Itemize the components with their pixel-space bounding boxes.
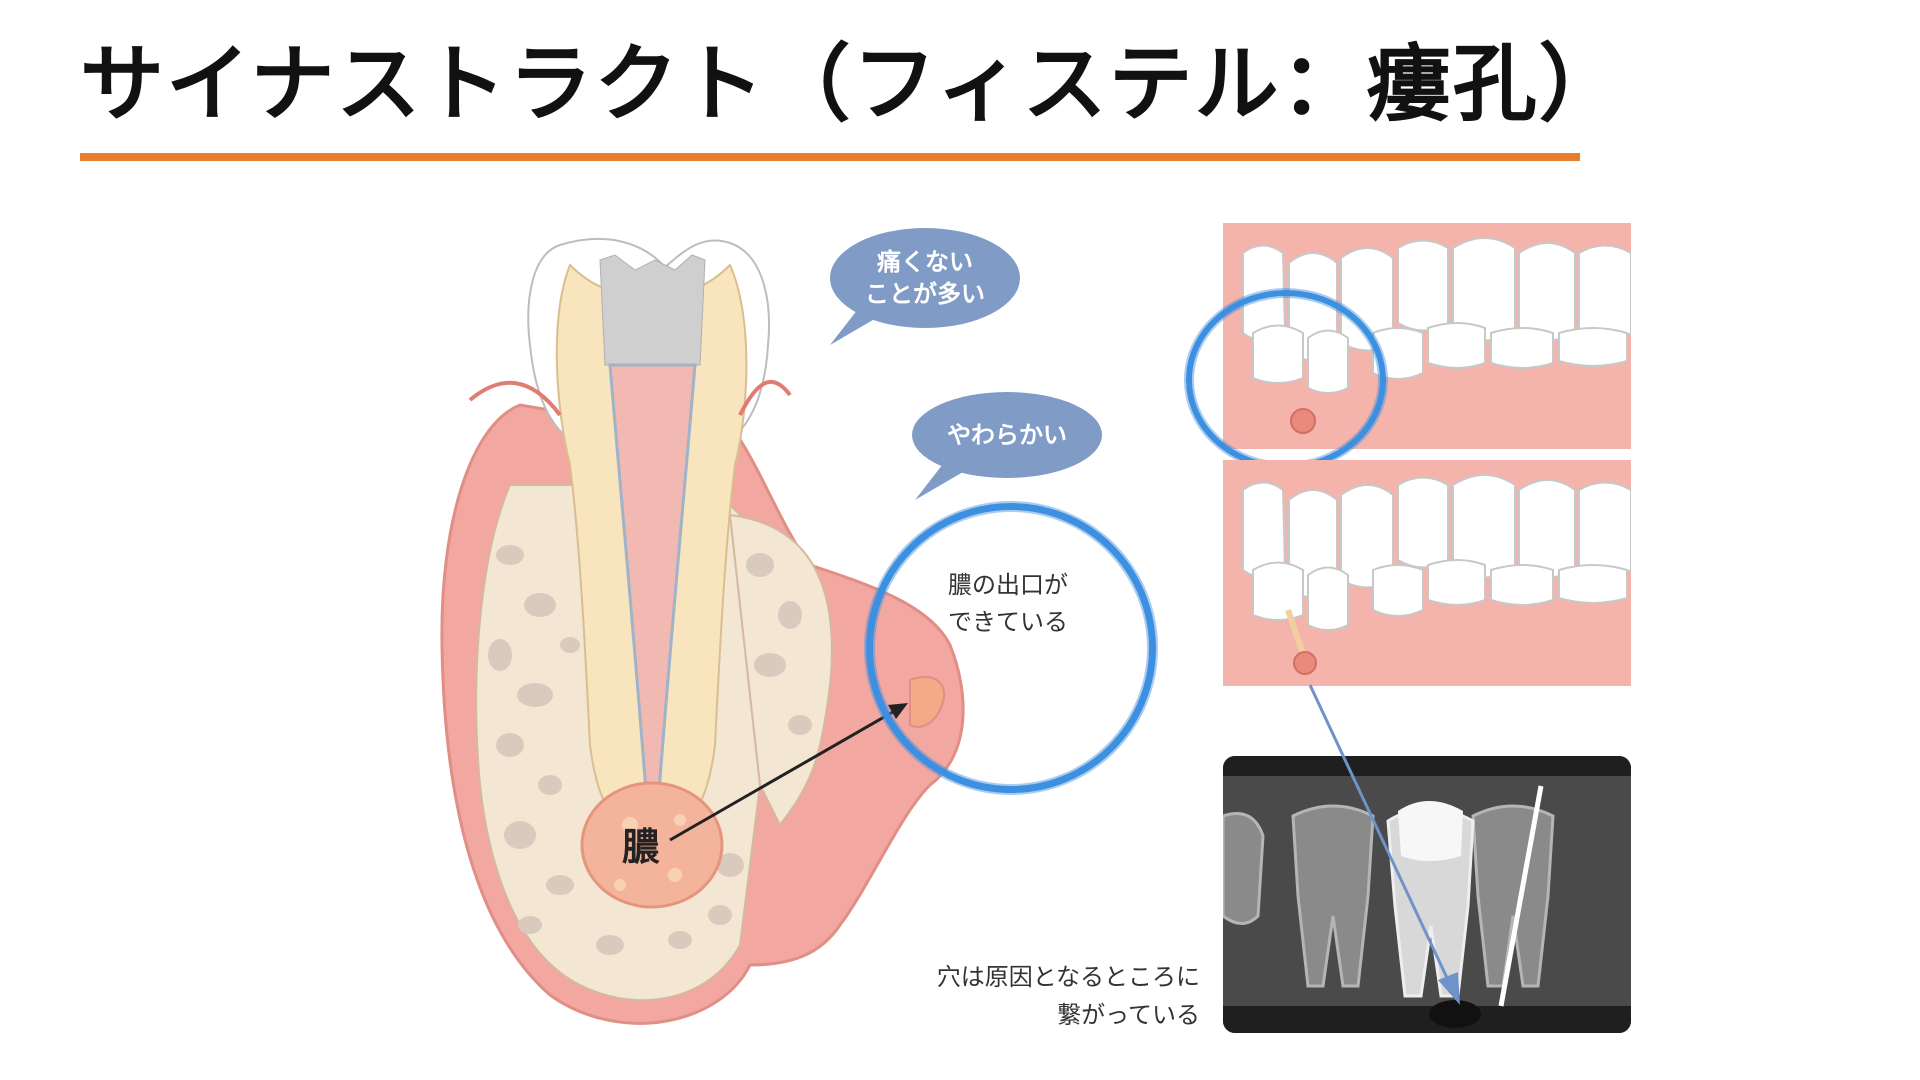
bubble-tail-painless <box>830 300 890 345</box>
fistula-exit-label: 膿の出口が できている <box>948 571 1068 637</box>
speech-bubble-painless: 痛くない ことが多い <box>830 228 1020 328</box>
tooth-cross-section <box>440 237 965 1025</box>
page-title: サイナストラクト（フィステル：瘻孔） <box>80 35 1625 133</box>
fistula-highlight-circle <box>866 503 1156 793</box>
pus-abscess <box>580 781 724 909</box>
pus-path-arrow <box>669 703 906 842</box>
soft-text: やわらかい <box>947 420 1067 449</box>
pus-label: 膿 <box>622 825 661 869</box>
xray-image <box>1223 756 1631 1033</box>
title-underline <box>80 153 1580 161</box>
painless-text: 痛くない ことが多い <box>865 247 985 308</box>
photo-to-xray-arrow <box>1308 684 1460 1005</box>
teeth-photo-probe <box>1223 460 1631 686</box>
crown-filling <box>599 254 706 366</box>
photo-fistula-highlight-circle <box>1186 290 1386 470</box>
bubble-tail-soft <box>915 455 975 500</box>
xray-caption: 穴は原因となるところに 繋がっている <box>936 963 1200 1030</box>
